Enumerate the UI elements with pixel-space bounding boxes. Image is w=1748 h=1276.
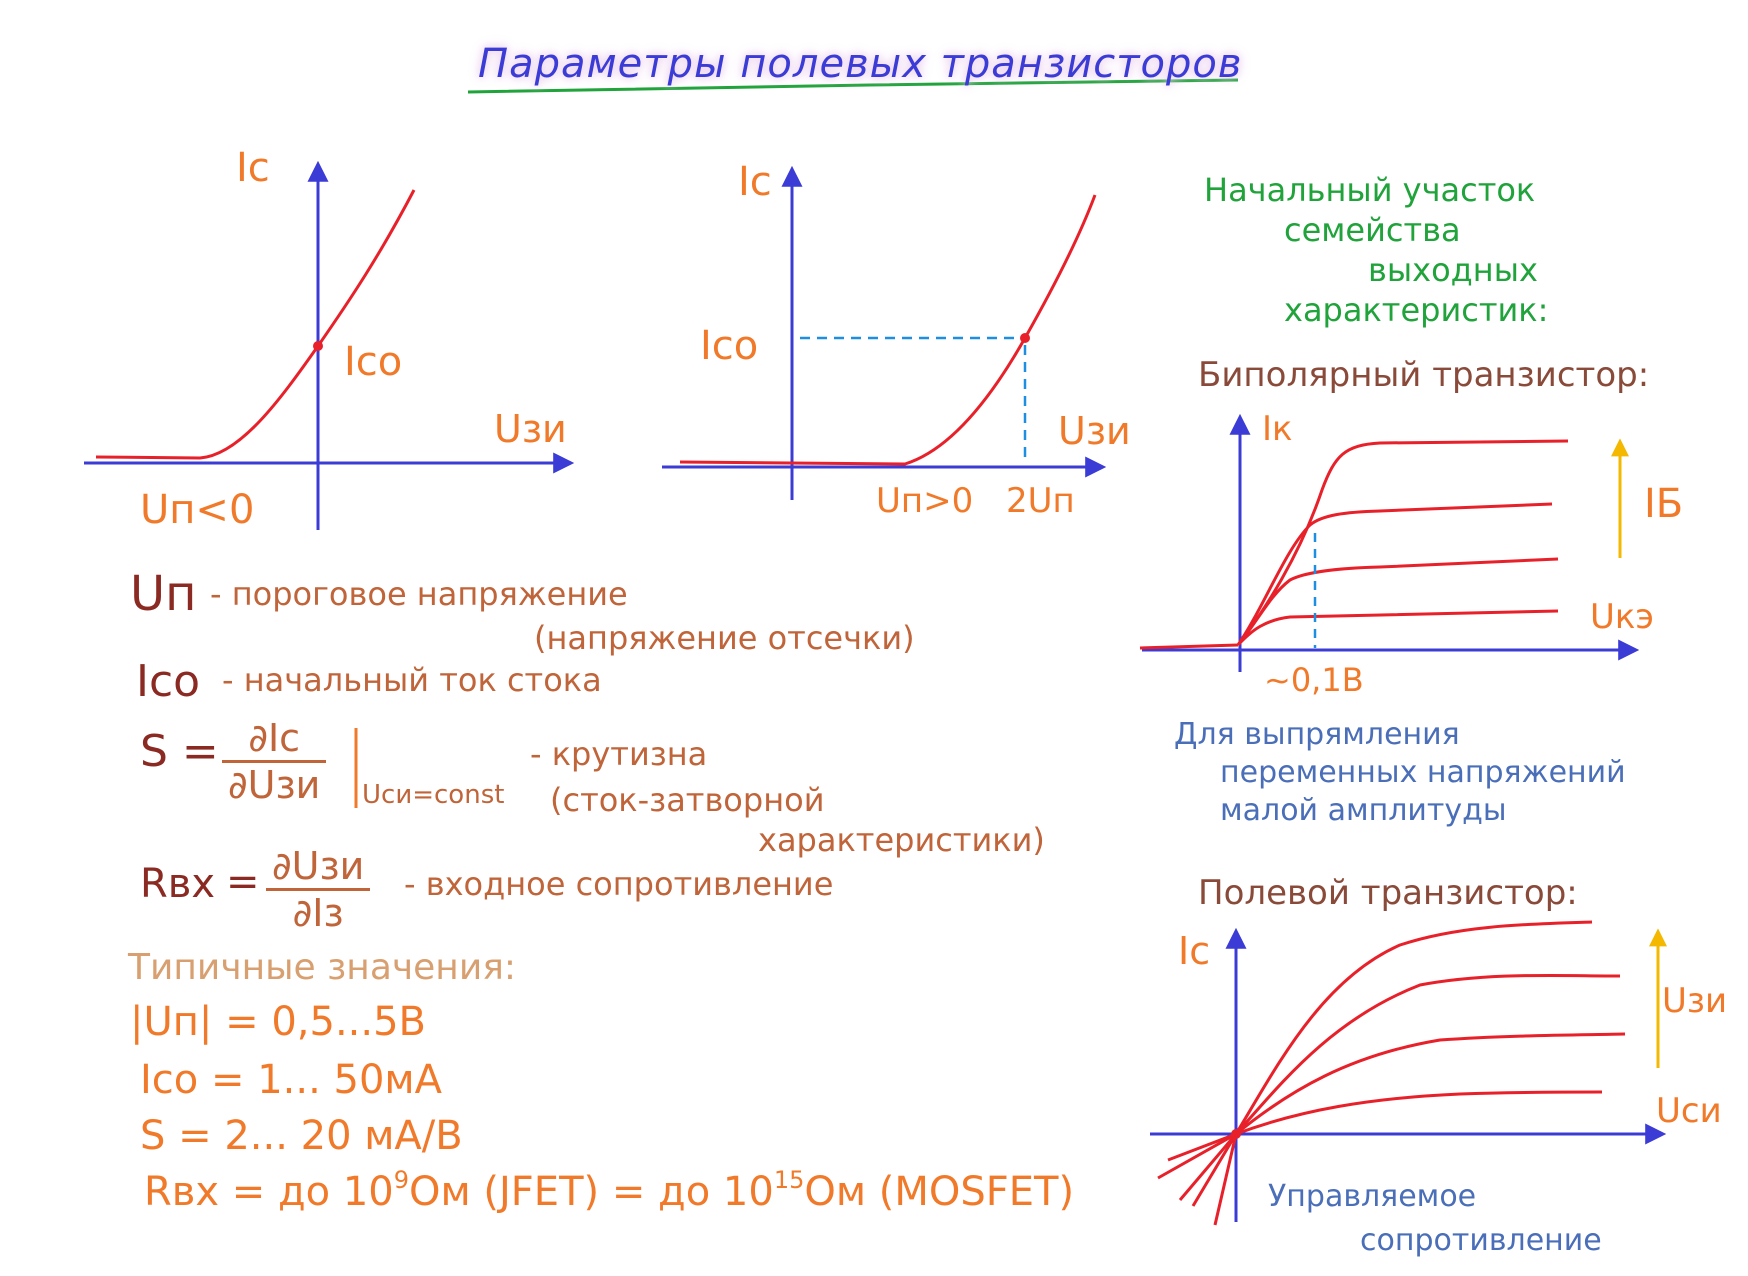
def-un-text2: (напряжение отсечки) [534, 619, 915, 657]
fet-x-label: Uси [1656, 1091, 1722, 1131]
chart1-transfer [84, 160, 575, 530]
chart2-double-label: 2Uп [1006, 481, 1075, 521]
def-r-numerator: ∂Uзи [266, 844, 371, 891]
chart2-ico-point [1020, 333, 1030, 343]
chart2-transfer [662, 165, 1107, 500]
typical-ico: Ico = 1... 50мА [140, 1057, 442, 1103]
fet-y-label: Ic [1178, 929, 1211, 973]
def-r-equals: = [226, 859, 260, 905]
bipolar-note-line3: малой амплитуды [1220, 793, 1507, 828]
typical-r-mid: Ом (JFET) = до 10 [409, 1168, 774, 1215]
fet-curve-3 [1157, 1032, 1626, 1180]
chart1-curve [95, 189, 416, 460]
typical-r-post: Ом (MOSFET) [804, 1168, 1075, 1215]
bipolar-reverse [1139, 643, 1239, 650]
def-s-numerator: ∂Ic [222, 716, 327, 763]
chart2-y-label: Ic [738, 159, 772, 205]
right-header-line3: выходных [1368, 251, 1538, 289]
def-r-fraction: ∂Uзи ∂Iз [266, 844, 371, 935]
def-s-text3: характеристики) [758, 821, 1045, 859]
typical-r-pre: Rвх = до 10 [144, 1168, 394, 1215]
bipolar-x-label: Uкэ [1590, 597, 1655, 637]
chart2-x-label: Uзи [1058, 409, 1131, 453]
def-ico-text: - начальный ток стока [222, 661, 602, 699]
typical-r: Rвх = до 109Ом (JFET) = до 1015Ом (MOSFE… [144, 1168, 1074, 1212]
fet-curve-2 [1191, 973, 1621, 1207]
def-ico-symbol: Ico [136, 656, 201, 707]
bipolar-heading: Биполярный транзистор: [1198, 355, 1650, 395]
typical-heading: Типичные значения: [128, 947, 517, 988]
right-header-line4: характеристик: [1284, 291, 1549, 329]
fet-curve-4 [1167, 1090, 1603, 1162]
fet-note-line2: сопротивление [1360, 1223, 1602, 1258]
chart1-ico-point [313, 341, 323, 351]
bipolar-curve-3 [1236, 557, 1559, 646]
typical-un: |Uп| = 0,5...5В [130, 999, 426, 1045]
bipolar-x-mark: ~0,1В [1264, 661, 1364, 699]
def-r-symbol: Rвх [140, 861, 216, 907]
chart2-point-label: Ico [700, 323, 759, 369]
typical-r-exp2: 15 [773, 1166, 805, 1194]
title-underline [467, 78, 1239, 94]
fet-chart [1150, 920, 1667, 1226]
def-s-condition: Uси=const [362, 780, 505, 810]
typical-r-exp1: 9 [393, 1166, 410, 1194]
right-header-line1: Начальный участок [1204, 171, 1536, 209]
def-s-text: - крутизна [530, 735, 708, 773]
page-title: Параметры полевых транзисторов [478, 41, 1243, 87]
chart1-x-label: Uзи [494, 407, 567, 451]
bipolar-param-label: IБ [1644, 481, 1684, 527]
bipolar-chart [1139, 413, 1640, 672]
chart1-threshold-label: Uп<0 [140, 487, 255, 533]
def-un-symbol: Uп [130, 566, 197, 622]
fet-note-line1: Управляемое [1268, 1179, 1477, 1214]
fet-param-label: Uзи [1662, 981, 1728, 1021]
fet-curve-1 [1178, 920, 1593, 1201]
chart1-point-label: Ico [344, 339, 403, 385]
def-r-denominator: ∂Iз [292, 891, 344, 935]
fet-origin-point [1231, 1129, 1241, 1139]
def-s-fraction: ∂Ic ∂Uзи [222, 716, 327, 807]
typical-s: S = 2... 20 мА/В [140, 1113, 463, 1159]
bipolar-curve-4 [1236, 609, 1559, 647]
chart1-y-label: Ic [236, 145, 270, 191]
def-un-text: - пороговое напряжение [210, 575, 628, 613]
bipolar-curve-2 [1236, 502, 1553, 646]
def-r-text: - входное сопротивление [404, 865, 834, 903]
def-s-denominator: ∂Uзи [228, 763, 321, 807]
fet-curve-5 [1213, 1133, 1238, 1226]
chart2-threshold-label: Uп>0 [876, 481, 974, 521]
bipolar-note-line2: переменных напряжений [1220, 755, 1626, 790]
right-header-line2: семейства [1284, 211, 1461, 249]
def-s-text2: (сток-затворной [550, 781, 825, 819]
bipolar-y-label: Iк [1262, 409, 1293, 449]
def-s-symbol: S = [140, 726, 219, 777]
fet-heading: Полевой транзистор: [1198, 873, 1578, 913]
bipolar-note-line1: Для выпрямления [1174, 717, 1460, 752]
